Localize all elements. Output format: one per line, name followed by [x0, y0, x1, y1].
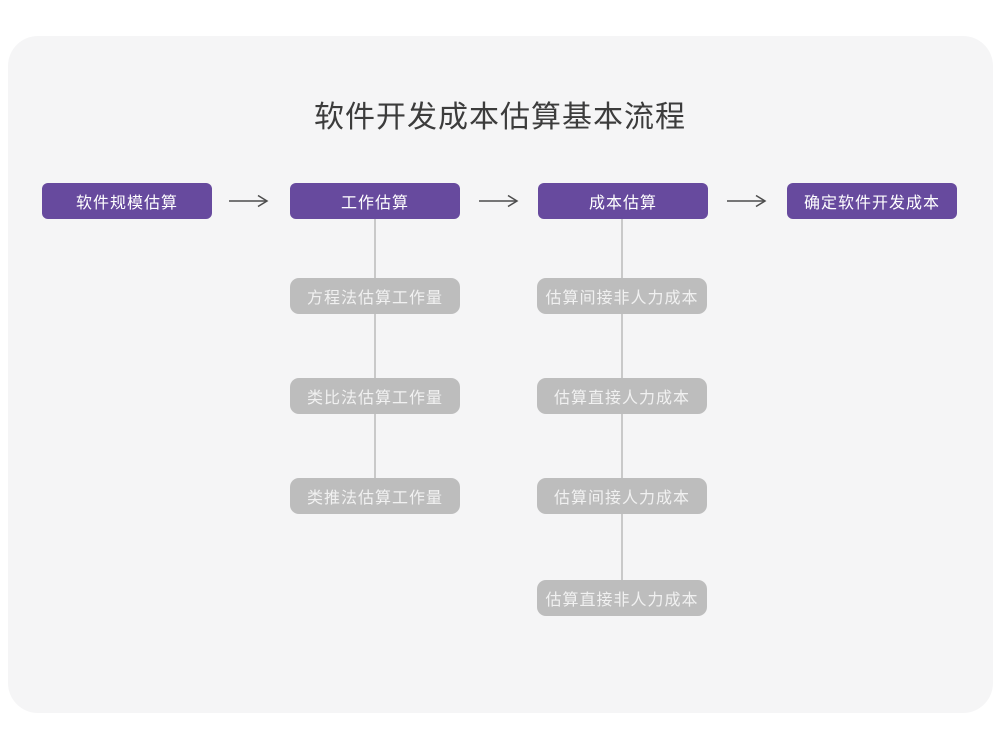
substep-indirect-labor-cost: 估算间接人力成本	[537, 478, 707, 514]
diagram-card-background	[8, 36, 993, 713]
step-label: 确定软件开发成本	[803, 195, 940, 212]
step-label: 成本估算	[588, 195, 657, 212]
right-arrow-icon	[479, 194, 519, 208]
substep-equation-method: 方程法估算工作量	[290, 278, 460, 314]
substep-analogy-method: 类比法估算工作量	[290, 378, 460, 414]
substep-label: 估算直接非人力成本	[545, 592, 699, 609]
connector-line-work-column	[374, 219, 376, 481]
substep-extrapolation-method: 类推法估算工作量	[290, 478, 460, 514]
substep-label: 方程法估算工作量	[306, 290, 443, 307]
substep-label: 类比法估算工作量	[306, 390, 443, 407]
substep-label: 类推法估算工作量	[306, 490, 443, 507]
step-label: 工作估算	[340, 195, 409, 212]
step-software-scale-estimation: 软件规模估算	[42, 183, 212, 219]
right-arrow-icon	[727, 194, 767, 208]
step-work-estimation: 工作估算	[290, 183, 460, 219]
step-determine-development-cost: 确定软件开发成本	[787, 183, 957, 219]
step-label: 软件规模估算	[75, 195, 178, 212]
substep-direct-nonlabor-cost: 估算直接非人力成本	[537, 580, 707, 616]
substep-label: 估算间接非人力成本	[545, 290, 699, 307]
right-arrow-icon	[229, 194, 269, 208]
substep-label: 估算间接人力成本	[553, 490, 690, 507]
substep-indirect-nonlabor-cost: 估算间接非人力成本	[537, 278, 707, 314]
diagram-title: 软件开发成本估算基本流程	[314, 101, 686, 134]
substep-label: 估算直接人力成本	[553, 390, 690, 407]
substep-direct-labor-cost: 估算直接人力成本	[537, 378, 707, 414]
step-cost-estimation: 成本估算	[538, 183, 708, 219]
